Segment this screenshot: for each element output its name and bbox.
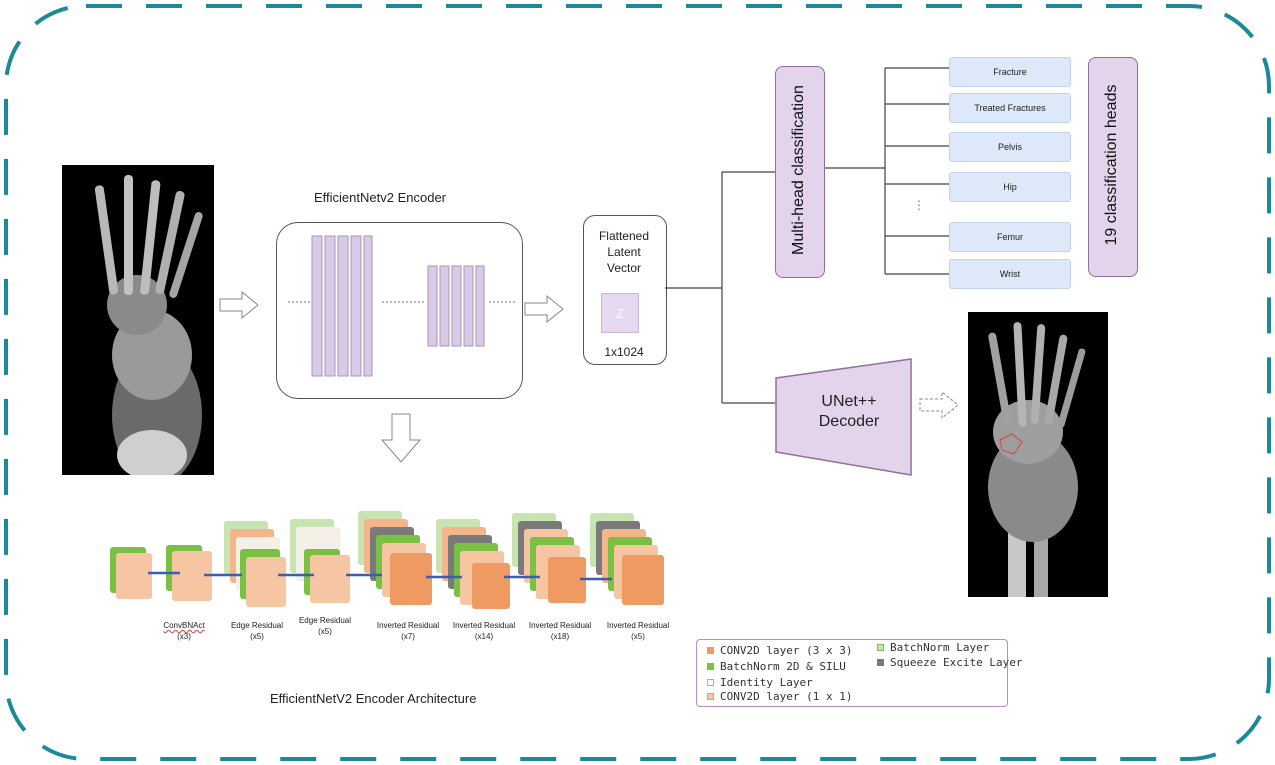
head-wrist: Wrist [949,259,1071,289]
legend: CONV2D layer (3 x 3) BatchNorm 2D & SILU… [696,639,1022,707]
legend-swatch [707,679,714,686]
block-repeat: (x5) [318,627,332,636]
latent-size: 1x1024 [604,345,644,359]
classification-heads-label: 19 classification heads [1103,84,1120,246]
legend-label: BatchNorm Layer [890,641,990,654]
block-label-inverted-residual-1: Inverted Residual (x7) [370,620,446,642]
block-repeat: (x5) [250,632,264,641]
legend-item-conv1: CONV2D layer (1 x 1) [707,690,852,703]
legend-label: CONV2D layer (3 x 3) [720,644,853,657]
heads-ellipsis: ⋮ [913,198,925,212]
block-label-edge-residual-2: Edge Residual (x5) [294,615,356,637]
legend-item-identity: Identity Layer [707,676,813,689]
legend-swatch [707,647,714,654]
decoder-label-line1: UNet++ [821,393,877,410]
block-label-convbnact: ConvBNAct (x3) [160,620,208,642]
encoder-title: EfficientNetv2 Encoder [314,190,446,205]
legend-item-conv3: CONV2D layer (3 x 3) [707,644,852,657]
latent-label-line1: Flattened [598,229,650,243]
architecture-title: EfficientNetV2 Encoder Architecture [270,691,477,706]
arrow-down-icon [380,413,422,463]
classification-heads-box [1088,57,1138,277]
block-name: Inverted Residual [452,621,516,630]
legend-swatch [877,659,884,666]
latent-connector [665,171,775,404]
arrow-right-icon [919,390,959,420]
legend-swatch [707,663,714,670]
legend-swatch [877,644,884,651]
latent-label-line2: Latent [607,245,641,259]
block-name: Inverted Residual [376,621,440,630]
multihead-classification-label: Multi-head classification [790,85,807,255]
block-label-inverted-residual-3: Inverted Residual (x18) [522,620,598,642]
latent-z-box: Z [601,293,639,333]
legend-label: Identity Layer [720,676,813,689]
legend-item-squeeze: Squeeze Excite Layer [877,656,1022,669]
block-name: ConvBNAct [163,621,205,630]
legend-label: CONV2D layer (1 x 1) [720,690,853,703]
block-repeat: (x3) [177,632,191,641]
decoder-trapezoid [775,358,912,476]
legend-item-batchnorm: BatchNorm Layer [877,641,989,654]
block-name: Inverted Residual [528,621,592,630]
block-name: Inverted Residual [606,621,670,630]
arrow-right-icon [219,290,259,320]
decoder-label-line2: Decoder [818,413,880,430]
head-treated-fractures: Treated Fractures [949,93,1071,123]
block-repeat: (x18) [550,632,570,641]
heads-connector [825,67,949,275]
block-label-inverted-residual-4: Inverted Residual (x5) [600,620,676,642]
output-xray-image [968,312,1108,597]
arrow-right-icon [524,294,564,324]
head-pelvis: Pelvis [949,132,1071,162]
block-label-edge-residual-1: Edge Residual (x5) [226,620,288,642]
input-xray-image [62,165,214,475]
block-name: Edge Residual [230,621,284,630]
encoder-layers [288,235,516,377]
legend-label: Squeeze Excite Layer [890,656,1023,669]
block-name: Edge Residual [298,616,352,625]
latent-label-line3: Vector [606,261,642,275]
legend-swatch [707,693,714,700]
block-label-inverted-residual-2: Inverted Residual (x14) [446,620,522,642]
block-repeat: (x7) [401,632,415,641]
encoder-box [276,222,523,399]
encoder-architecture-diagram [110,511,664,609]
head-hip: Hip [949,172,1071,202]
block-repeat: (x14) [474,632,494,641]
multihead-classification-box [775,66,825,278]
head-fracture: Fracture [949,57,1071,87]
legend-label: BatchNorm 2D & SILU [720,660,846,673]
block-repeat: (x5) [631,632,645,641]
legend-item-bn-silu: BatchNorm 2D & SILU [707,660,846,673]
latent-vector-box [583,215,667,365]
head-femur: Femur [949,222,1071,252]
